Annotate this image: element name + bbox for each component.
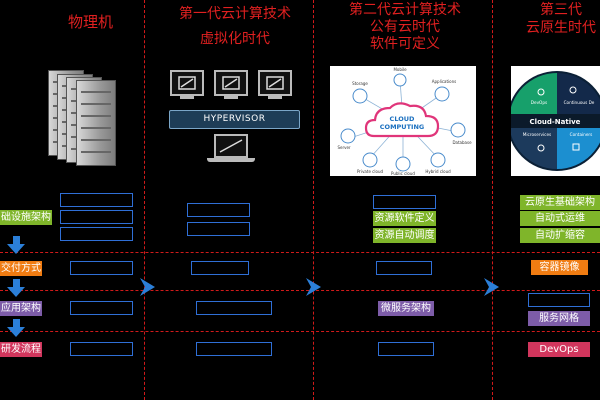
gen1-title-line2: 虚拟化时代: [200, 31, 270, 47]
right-chevron-icon: [140, 278, 155, 296]
cloud-native-center: Cloud-Native: [530, 118, 581, 126]
gen3-tag-auto-ops: 自动式运维: [520, 211, 600, 226]
cloud-icon: [364, 102, 440, 138]
gen3-tag-container-image: 容器镜像: [531, 260, 588, 275]
hypervisor-bar: HYPERVISOR: [169, 110, 300, 129]
row-label-delivery: 交付方式: [0, 261, 42, 276]
physical-infra-box-3: [60, 227, 133, 241]
gen1-title: 第一代云计算技术 虚拟化时代: [169, 6, 301, 48]
physical-title: 物理机: [68, 13, 114, 31]
gen2-title: 第二代云计算技术 公有云时代 软件可定义: [341, 2, 469, 53]
gen3-title-line1: 第三代: [540, 2, 582, 18]
monitor-stand: [180, 96, 194, 99]
gen3-app-arch-box: [528, 293, 590, 307]
gen2-tag-resource-software-defined: 资源软件定义: [373, 211, 436, 226]
monitor-icon: [214, 70, 248, 96]
gen2-title-line3: 软件可定义: [370, 36, 440, 52]
gen1-app-arch-box: [196, 301, 272, 315]
node-label-applications: Applications: [432, 79, 456, 84]
row-label-dev-process: 研发流程: [0, 342, 42, 357]
quadrant-continuous-delivery: Continuous De: [564, 100, 595, 105]
right-chevron-icon: [306, 278, 321, 296]
row-divider-3: [0, 331, 600, 332]
cloud-computing-image: CLOUD COMPUTING Mobile Applications Stor…: [330, 66, 476, 176]
gen2-tag-resource-auto-scheduling: 资源自动调度: [373, 228, 436, 243]
gen2-title-line1: 第二代云计算技术: [349, 2, 461, 18]
gen1-delivery-box: [191, 261, 249, 275]
right-chevron-icon: [484, 278, 499, 296]
gen3-tag-devops: DevOps: [528, 342, 590, 357]
gen1-infra-box-1: [187, 203, 250, 217]
gen3-tag-service-mesh: 服务网格: [528, 311, 590, 326]
monitor-icon: [258, 70, 292, 96]
quadrant-microservices: Microservices: [523, 132, 551, 137]
gen3-tag-autoscaling: 自动扩缩容: [520, 228, 600, 243]
node-label-database: Database: [452, 140, 472, 145]
node-label-storage: Storage: [352, 81, 368, 86]
gen1-dev-process-box: [196, 342, 272, 356]
node-label-private-cloud: Private cloud: [357, 169, 384, 174]
physical-dev-process-box: [70, 342, 133, 356]
monitor-icon: [170, 70, 204, 96]
physical-delivery-box: [70, 261, 133, 275]
gen3-title-line2: 云原生时代: [526, 20, 596, 36]
physical-app-arch-box: [70, 301, 133, 315]
laptop-base: [207, 158, 255, 162]
laptop-icon: [214, 134, 248, 158]
row-divider-1: [0, 252, 600, 253]
server-rack-icon: [48, 66, 118, 166]
gen3-title: 第三代 云原生时代: [522, 2, 600, 37]
gen2-infra-box: [373, 195, 436, 209]
node-label-server: Server: [337, 145, 350, 150]
quadrant-devops: DevOps: [531, 100, 547, 105]
cloud-native-image: Cloud-Native DevOps Continuous De Micros…: [511, 66, 600, 176]
row-label-infrastructure: 础设施架构: [0, 210, 52, 225]
gen2-title-line2: 公有云时代: [370, 19, 440, 35]
column-divider-2: [313, 0, 314, 400]
gen2-delivery-box: [376, 261, 432, 275]
gen2-dev-process-box: [378, 342, 434, 356]
physical-infra-box-1: [60, 193, 133, 207]
node-label-hybrid-cloud: Hybrid cloud: [425, 169, 451, 174]
gen1-infra-box-2: [187, 222, 250, 236]
node-label-mobile: Mobile: [393, 67, 407, 72]
monitor-stand: [268, 96, 282, 99]
column-divider-1: [144, 0, 145, 400]
node-label-public-cloud: Public cloud: [391, 171, 415, 176]
row-divider-2: [0, 290, 600, 291]
row-label-app-architecture: 应用架构: [0, 301, 42, 316]
column-divider-3: [492, 0, 493, 400]
cloud-center-1: CLOUD: [390, 115, 415, 123]
cloud-center-2: COMPUTING: [380, 123, 424, 131]
monitor-stand: [224, 96, 238, 99]
quadrant-containers: Containers: [570, 132, 593, 137]
gen2-tag-microservice-arch: 微服务架构: [378, 301, 434, 316]
gen3-tag-cloud-native-infra: 云原生基础架构: [520, 195, 600, 210]
physical-infra-box-2: [60, 210, 133, 224]
gen1-title-line1: 第一代云计算技术: [179, 6, 291, 22]
